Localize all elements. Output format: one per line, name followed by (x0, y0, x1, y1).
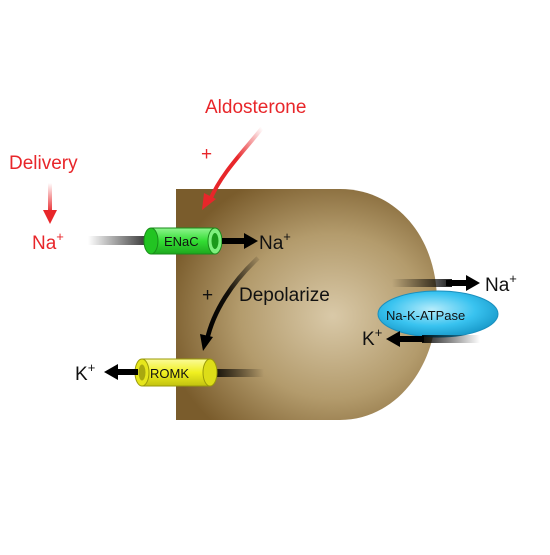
enac-na-arrowhead (244, 233, 258, 249)
aldosterone-arrowhead (202, 193, 216, 210)
depolarize-arrowhead (200, 334, 213, 351)
romk-label: ROMK (150, 366, 189, 381)
pump-k-arrow-shaft (396, 336, 424, 342)
depolarize-arrow (204, 256, 260, 341)
delivery-arrowhead (43, 210, 57, 224)
romk-channel (134, 358, 218, 387)
aldosterone-arrow (208, 126, 264, 201)
enac-entry-shadow (88, 236, 156, 245)
romk-k-arrowhead (104, 364, 118, 380)
k-lumen-label: K+ (75, 360, 95, 385)
na-lumen-label: Na+ (32, 229, 64, 254)
na-intracellular-label: Na+ (259, 229, 291, 254)
delivery-label: Delivery (9, 153, 78, 174)
na-blood-label: Na+ (485, 271, 517, 296)
pump-k-arrow-shadow (422, 335, 480, 343)
pump-na-arrowhead (466, 275, 480, 291)
pump-k-arrowhead (386, 331, 400, 347)
depolarize-plus-sign: + (202, 285, 213, 306)
enac-label: ENaC (164, 234, 199, 249)
romk-k-arrow-shaft (114, 369, 138, 375)
epithelial-cell (176, 189, 437, 420)
enac-na-arrow-shaft (222, 238, 248, 244)
romk-entry-shadow (212, 369, 264, 377)
pump-na-arrow-shaft (446, 280, 470, 286)
k-blood-label: K+ (362, 325, 382, 350)
aldosterone-plus-sign: + (201, 144, 212, 165)
delivery-arrow-shaft (48, 183, 52, 213)
depolarize-label: Depolarize (239, 285, 330, 306)
pump-na-arrow-shadow (392, 279, 452, 287)
aldosterone-label: Aldosterone (205, 97, 306, 118)
na-k-atpase-label: Na-K-ATPase (386, 308, 465, 323)
